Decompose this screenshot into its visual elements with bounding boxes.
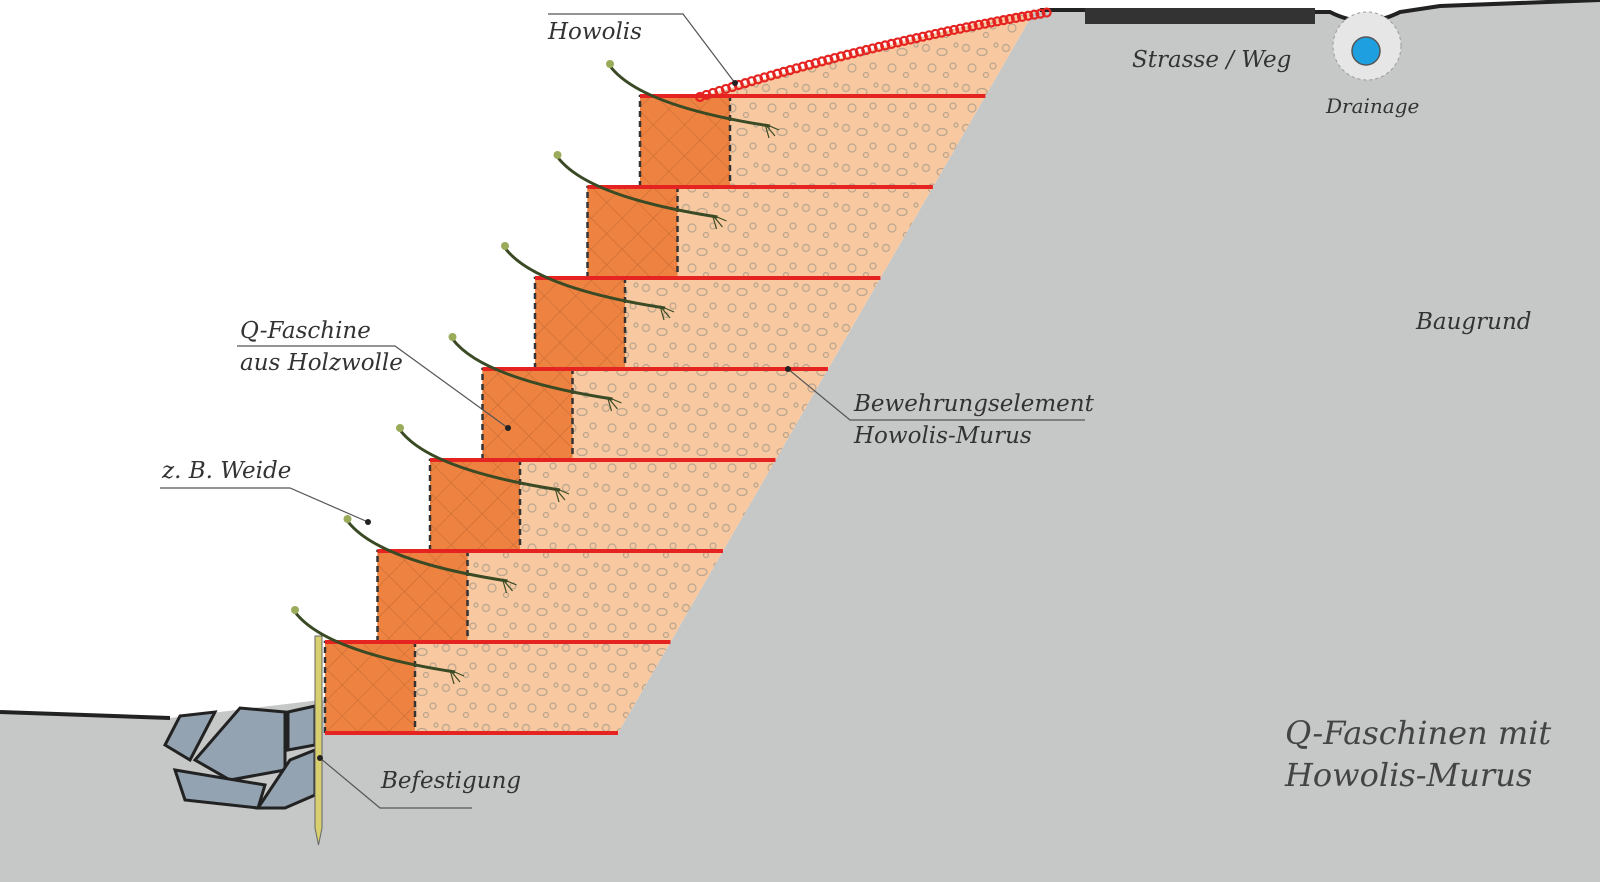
root-icon bbox=[659, 305, 675, 321]
howolis-coil bbox=[979, 18, 991, 29]
leader-lines bbox=[160, 13, 1085, 809]
root-icon bbox=[554, 487, 570, 503]
howolis-coil bbox=[961, 22, 972, 33]
howolis-coil bbox=[967, 21, 978, 32]
howolis-coil bbox=[1010, 12, 1022, 23]
title-line1: Q-Faschinen mit bbox=[1285, 714, 1552, 752]
wooden-stake bbox=[314, 635, 323, 846]
howolis-coil bbox=[992, 16, 1003, 27]
willow-branch bbox=[503, 247, 666, 310]
label-weide: z. B. Weide bbox=[162, 458, 292, 484]
leaf-icon bbox=[291, 606, 299, 614]
label-bewehrung-line1: Bewehrungselement bbox=[854, 391, 1094, 417]
howolis-coil bbox=[829, 52, 840, 64]
block-mesh bbox=[482, 369, 573, 460]
howolis-coil bbox=[835, 51, 847, 62]
root-icon bbox=[711, 214, 727, 230]
block-mesh bbox=[377, 551, 468, 642]
willow-branch bbox=[556, 156, 718, 219]
howolis-coil bbox=[973, 19, 984, 31]
howolis-coil bbox=[986, 17, 997, 28]
block-mesh bbox=[535, 278, 625, 369]
howolis-coil bbox=[752, 74, 764, 85]
root-icon bbox=[606, 396, 622, 412]
howolis-coil bbox=[842, 49, 853, 60]
block-mesh bbox=[430, 460, 520, 551]
howolis-coil bbox=[998, 15, 1009, 26]
howolis-coil bbox=[948, 24, 960, 36]
leaf-icon bbox=[501, 242, 509, 250]
willow-branch bbox=[398, 429, 561, 492]
howolis-coil bbox=[898, 35, 910, 47]
howolis-coil bbox=[942, 26, 953, 37]
howolis-coil bbox=[873, 41, 884, 53]
howolis-coil bbox=[778, 66, 789, 78]
label-baugrund: Baugrund bbox=[1416, 309, 1532, 335]
howolis-coil bbox=[861, 44, 872, 56]
willow-branch bbox=[608, 65, 771, 128]
howolis-coil bbox=[810, 58, 821, 69]
howolis-coil bbox=[930, 28, 941, 40]
howolis-coil bbox=[867, 43, 878, 54]
road-surface bbox=[1085, 8, 1315, 24]
willow-branch bbox=[293, 611, 456, 674]
label-strasse-weg: Strasse / Weg bbox=[1132, 47, 1292, 73]
howolis-coil bbox=[823, 54, 834, 65]
howolis-coil bbox=[880, 40, 891, 51]
label-drainage: Drainage bbox=[1326, 94, 1420, 118]
howolis-coil bbox=[791, 63, 802, 74]
label-q-faschine-line2: aus Holzwolle bbox=[240, 350, 403, 376]
howolis-coil bbox=[804, 59, 815, 70]
title-line2: Howolis-Murus bbox=[1285, 756, 1533, 794]
howolis-coil bbox=[854, 46, 866, 57]
leaf-icon bbox=[448, 333, 457, 341]
howolis-coil bbox=[772, 68, 783, 79]
label-howolis: Howolis bbox=[548, 19, 642, 45]
howolis-coil bbox=[1023, 10, 1034, 21]
willow-branch bbox=[451, 338, 613, 401]
howolis-coil bbox=[917, 31, 928, 42]
block-mesh bbox=[587, 187, 678, 278]
howolis-coil bbox=[784, 65, 796, 76]
howolis-coil bbox=[955, 23, 966, 34]
howolis-coil bbox=[765, 70, 776, 81]
rock-riprap bbox=[163, 704, 317, 810]
howolis-coil bbox=[936, 27, 947, 38]
leaf-icon bbox=[343, 515, 352, 523]
drainage-pipe-icon bbox=[1351, 36, 1381, 66]
howolis-coil bbox=[1029, 9, 1040, 20]
howolis-coil bbox=[1016, 11, 1028, 22]
howolis-coil bbox=[848, 48, 859, 59]
howolis-coil bbox=[1041, 7, 1052, 18]
howolis-coil bbox=[797, 61, 808, 72]
howolis-coil bbox=[886, 38, 897, 49]
label-bewehrung-line2: Howolis-Murus bbox=[854, 423, 1032, 449]
label-q-faschine-line1: Q-Faschine bbox=[240, 318, 371, 344]
label-befestigung: Befestigung bbox=[381, 768, 522, 794]
block-mesh bbox=[640, 96, 730, 187]
howolis-coil bbox=[923, 30, 935, 41]
howolis-coil bbox=[1035, 8, 1046, 19]
howolis-coil bbox=[759, 72, 770, 83]
leaf-icon bbox=[396, 424, 404, 432]
leader-dots bbox=[317, 80, 791, 761]
block-mesh bbox=[325, 642, 415, 733]
leaf-icon bbox=[606, 60, 614, 68]
root-icon bbox=[449, 669, 465, 685]
howolis-coil bbox=[905, 34, 916, 45]
howolis-coil bbox=[816, 56, 828, 67]
root-icon bbox=[764, 123, 780, 139]
howolis-coil bbox=[911, 32, 922, 44]
leaf-icon bbox=[553, 151, 562, 159]
root-icon bbox=[501, 578, 517, 594]
howolis-coil bbox=[892, 37, 903, 48]
willow-branch bbox=[346, 520, 508, 583]
howolis-coil bbox=[1004, 13, 1015, 25]
